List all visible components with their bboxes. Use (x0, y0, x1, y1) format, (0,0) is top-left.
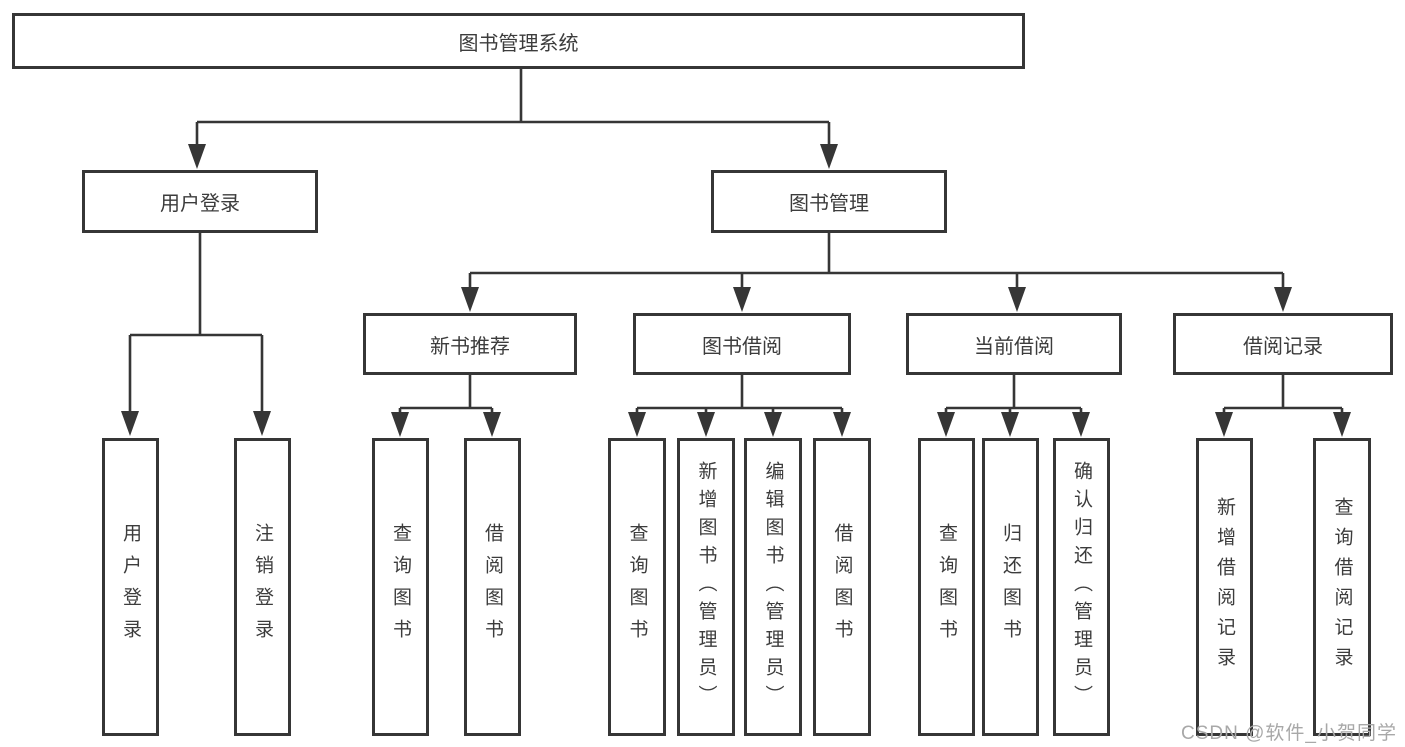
node-new-book-recommend: 新书推荐 (363, 313, 577, 375)
leaf-logout-label: 注销登录 (252, 523, 273, 651)
node-user-login-label: 用户登录 (160, 193, 240, 215)
leaf-user-login-label: 用户登录 (120, 523, 141, 651)
leaf-borrow-books: 借阅图书 (813, 438, 871, 736)
leaf-borrow-books-recommend: 借阅图书 (464, 438, 521, 736)
node-user-login: 用户登录 (82, 170, 318, 233)
leaf-query-books-recommend: 查询图书 (372, 438, 429, 736)
node-book-borrowing-label: 图书借阅 (702, 335, 782, 358)
leaf-query-books-current: 查询图书 (918, 438, 975, 736)
leaf-add-book-admin: 新增图书（管理员） (677, 438, 735, 736)
leaf-add-book-admin-label: 新增图书（管理员） (695, 461, 717, 713)
node-borrow-records-label: 借阅记录 (1243, 335, 1323, 358)
node-root: 图书管理系统 (12, 13, 1025, 69)
leaf-confirm-return-admin: 确认归还（管理员） (1053, 438, 1110, 736)
node-new-book-recommend-label: 新书推荐 (430, 335, 510, 358)
leaf-query-books-current-label: 查询图书 (936, 523, 957, 651)
leaf-query-books-borrow: 查询图书 (608, 438, 666, 736)
watermark: CSDN @软件_小贺同学 (1181, 723, 1397, 744)
leaf-add-borrow-record-label: 新增借阅记录 (1214, 497, 1235, 677)
leaf-edit-book-admin-label: 编辑图书（管理员） (762, 461, 784, 713)
leaf-query-borrow-record: 查询借阅记录 (1313, 438, 1371, 736)
node-borrow-records: 借阅记录 (1173, 313, 1393, 375)
node-current-borrowing: 当前借阅 (906, 313, 1122, 375)
node-book-management: 图书管理 (711, 170, 947, 233)
leaf-return-book: 归还图书 (982, 438, 1039, 736)
node-book-management-label: 图书管理 (789, 193, 869, 215)
leaf-query-borrow-record-label: 查询借阅记录 (1331, 497, 1353, 677)
leaf-query-books-recommend-label: 查询图书 (390, 523, 411, 651)
leaf-edit-book-admin: 编辑图书（管理员） (744, 438, 802, 736)
leaf-confirm-return-admin-label: 确认归还（管理员） (1071, 461, 1092, 713)
leaf-logout: 注销登录 (234, 438, 291, 736)
leaf-add-borrow-record: 新增借阅记录 (1196, 438, 1253, 736)
leaf-borrow-books-recommend-label: 借阅图书 (482, 523, 503, 651)
leaf-query-books-borrow-label: 查询图书 (626, 523, 648, 651)
node-root-label: 图书管理系统 (458, 32, 579, 55)
leaf-return-book-label: 归还图书 (1000, 523, 1021, 651)
arrowheads (121, 144, 1351, 437)
node-current-borrowing-label: 当前借阅 (974, 335, 1054, 358)
leaf-user-login: 用户登录 (102, 438, 159, 736)
node-book-borrowing: 图书借阅 (633, 313, 851, 375)
leaf-borrow-books-label: 借阅图书 (831, 523, 853, 651)
